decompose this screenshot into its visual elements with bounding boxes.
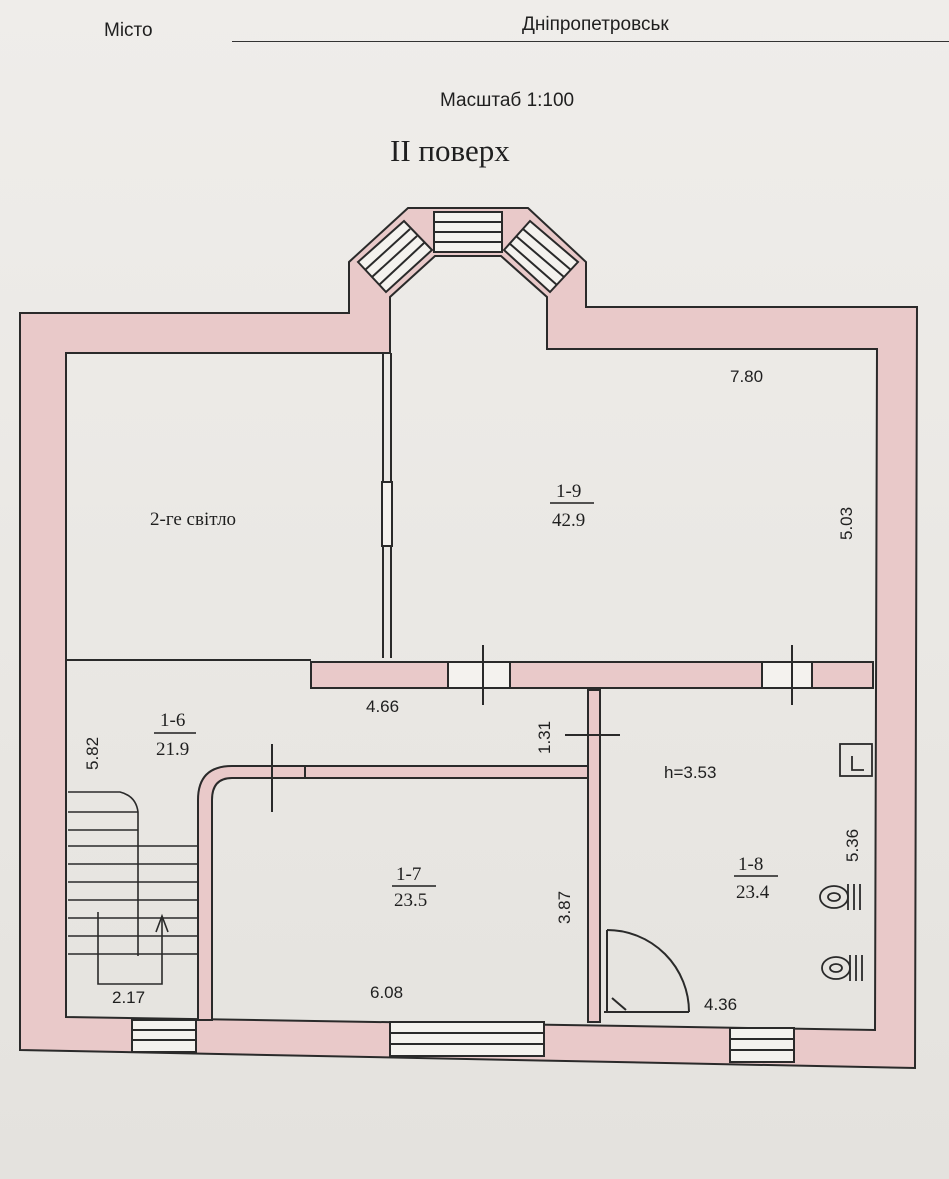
city-label: Місто: [104, 20, 153, 41]
window-bottom-right: [729, 1027, 795, 1063]
interior-wall-vertical: [565, 689, 620, 1023]
window-bottom-center: [389, 1021, 545, 1057]
city-value: Дніпропетровськ: [522, 14, 669, 35]
floor-title: II поверх: [390, 133, 510, 168]
scale-label: Масштаб 1:100: [440, 90, 575, 111]
dim-1-7-width: 6.08: [370, 983, 403, 1002]
dim-1-7-depth: 3.87: [555, 891, 574, 924]
partition-vertical-top: [381, 353, 393, 658]
room-1-8-id: 1-8: [738, 854, 763, 875]
dim-top-width: 7.80: [730, 367, 763, 386]
room-1-7-area: 23.5: [394, 890, 427, 911]
dim-1-8-width: 4.36: [704, 995, 737, 1014]
dim-stair-width: 2.17: [112, 988, 145, 1007]
toilet-icon-lower: [821, 955, 863, 981]
dim-corridor-depth: 1.31: [535, 721, 554, 754]
dim-1-8-depth: 5.36: [843, 829, 862, 862]
room-1-6-area: 21.9: [156, 739, 189, 760]
room-1-6-id: 1-6: [160, 710, 185, 731]
city-underline: [232, 41, 949, 42]
interior-wall-horizontal: [66, 645, 874, 705]
dim-1-6-depth: 5.82: [83, 737, 102, 770]
toilet-icon-upper: [819, 884, 861, 910]
outer-wall: [19, 207, 919, 1070]
room-1-7-id: 1-7: [396, 864, 421, 885]
dim-1-9-depth: 5.03: [837, 507, 856, 540]
ceiling-height: h=3.53: [664, 763, 716, 782]
room-1-7-wall: [197, 744, 589, 1021]
bay-window-right: [502, 219, 580, 294]
room-1-9-area: 42.9: [552, 510, 585, 531]
room-1-8-area: 23.4: [736, 882, 770, 903]
dim-1-6-width: 4.66: [366, 697, 399, 716]
room-1-9-id: 1-9: [556, 481, 581, 502]
sink-icon: [839, 743, 873, 777]
bay-window-left: [356, 219, 434, 294]
window-bottom-left: [131, 1019, 197, 1053]
staircase: [68, 791, 198, 985]
bay-window-center: [433, 211, 503, 253]
door-swing: [604, 929, 690, 1013]
room-2nd-light-label: 2-ге світло: [150, 509, 236, 530]
